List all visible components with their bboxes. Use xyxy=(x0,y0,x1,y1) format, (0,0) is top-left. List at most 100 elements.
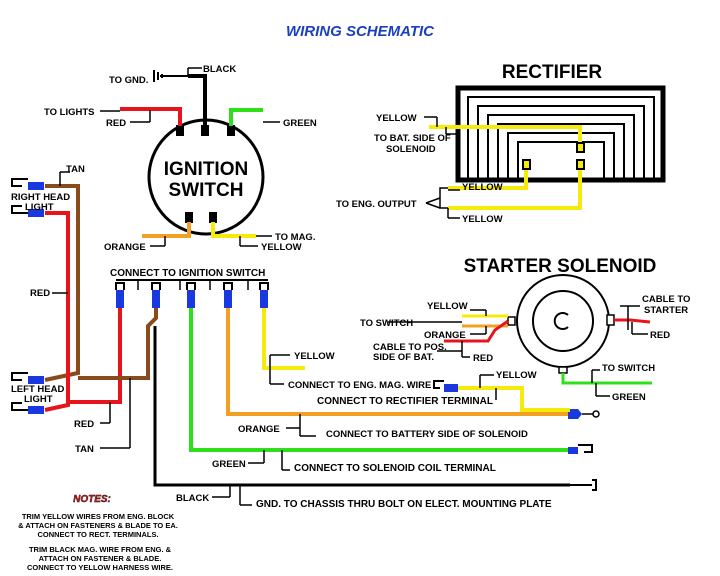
harness-black-label: BLACK xyxy=(176,493,209,504)
solenoid-to-switch-right-label: TO SWITCH xyxy=(602,363,655,374)
left-head-light-label-2: LIGHT xyxy=(24,394,53,405)
right-head-light-label-1: RIGHT HEAD xyxy=(11,192,70,203)
right-head-light-label-2: LIGHT xyxy=(25,202,54,213)
cable-pos-label-1: CABLE TO POS. xyxy=(373,342,447,353)
tan-light-wire xyxy=(44,184,80,382)
connect-rect-label: CONNECT TO RECTIFIER TERMINAL xyxy=(317,396,493,407)
right-light-red-connector xyxy=(28,209,44,217)
connect-ignition-label: CONNECT TO IGNITION SWITCH xyxy=(110,268,265,279)
notes: NOTES: TRIM YELLOW WIRES FROM ENG. BLOCK… xyxy=(18,494,178,572)
harness-orange-wire xyxy=(226,308,570,416)
connect-battery-label: CONNECT TO BATTERY SIDE OF SOLENOID xyxy=(326,429,528,440)
ignition-terminal-red xyxy=(176,125,184,136)
cable-starter-label-1: CABLE TO xyxy=(642,294,690,305)
connect-coil-label: CONNECT TO SOLENOID COIL TERMINAL xyxy=(294,463,496,474)
yellow-label: YELLOW xyxy=(261,242,302,253)
rectifier: RECTIFIER YELLOW TO BAT. SIDE OF xyxy=(336,62,666,225)
harness-red-wire xyxy=(68,308,122,404)
tan-top-label: TAN xyxy=(66,164,85,175)
green-end-connector xyxy=(568,447,578,454)
notes-line-6: CONNECT TO YELLOW HARNESS WIRE. xyxy=(27,563,173,572)
to-lights-label: TO LIGHTS xyxy=(44,107,95,118)
harness-red-connector xyxy=(116,290,124,308)
starter-solenoid: STARTER SOLENOID YELLOW TO SWITCH xyxy=(360,256,690,403)
harness-green-label: GREEN xyxy=(212,459,246,470)
lights-red-label: RED xyxy=(30,288,50,299)
rectifier-yellow-b-label: YELLOW xyxy=(462,214,503,225)
solenoid-orange-label: ORANGE xyxy=(424,330,466,341)
solenoid-green-wire xyxy=(561,373,652,385)
rectifier-yellow-a-label: YELLOW xyxy=(462,182,503,193)
gnd-chassis-label: GND. TO CHASSIS THRU BOLT ON ELECT. MOUN… xyxy=(256,499,552,510)
main-harness: CONNECT TO IGNITION SWITCH xyxy=(68,268,600,510)
black-label: BLACK xyxy=(203,64,236,75)
harness-green-connector xyxy=(187,290,195,308)
solenoid-red-right-label: RED xyxy=(650,330,670,341)
to-bat-side-label-2: SOLENOID xyxy=(386,144,436,155)
harness-orange-connector xyxy=(224,290,232,308)
cable-pos-label-2: SIDE OF BAT. xyxy=(373,352,434,363)
solenoid-title: STARTER SOLENOID xyxy=(464,256,657,277)
left-light-red-connector xyxy=(28,406,44,414)
cable-starter-label-2: STARTER xyxy=(644,305,688,316)
head-lights: TAN RIGHT HEAD LIGHT RED LEFT HEAD LIGHT xyxy=(11,164,85,414)
to-eng-output-label: TO ENG. OUTPUT xyxy=(336,199,417,210)
red-label: RED xyxy=(106,118,126,129)
ignition-black-wire xyxy=(188,74,207,126)
to-gnd-label: TO GND. xyxy=(109,75,148,86)
diagram-title: WIRING SCHEMATIC xyxy=(286,23,435,40)
harness-yellow-connector xyxy=(260,290,268,308)
ignition-terminal-orange xyxy=(185,212,193,223)
right-light-tan-connector xyxy=(28,182,44,190)
rectifier-title: RECTIFIER xyxy=(502,62,603,83)
ignition-orange-wire xyxy=(142,222,191,238)
solenoid-red-small-label: RED xyxy=(473,353,493,364)
solenoid-yellow-label: YELLOW xyxy=(427,301,468,312)
green-label: GREEN xyxy=(283,118,317,129)
rect-terminal-connector xyxy=(444,384,458,392)
rectifier-yellow-to-bat xyxy=(429,125,582,142)
harness-yellow-rect-label: YELLOW xyxy=(496,370,537,381)
rectifier-yellow-b xyxy=(448,170,582,210)
harness-tan-label: TAN xyxy=(75,444,94,455)
ignition-label-1: IGNITION xyxy=(164,159,248,180)
ignition-terminal-green xyxy=(227,125,235,136)
notes-line-4: TRIM BLACK MAG. WIRE FROM ENG. & xyxy=(29,545,172,554)
harness-yellow-wire xyxy=(262,308,305,370)
notes-line-1: TRIM YELLOW WIRES FROM ENG. BLOCK xyxy=(22,512,175,521)
notes-heading: NOTES: xyxy=(73,494,111,505)
rectifier-yellow-a xyxy=(448,170,528,190)
harness-tan-wire xyxy=(78,308,158,380)
solenoid-red-cable xyxy=(444,319,509,343)
harness-tan-connector xyxy=(152,290,160,308)
harness-yellow-rect-wire xyxy=(478,386,570,412)
ignition-yellow-wire xyxy=(211,222,256,238)
notes-line-3: CONNECT TO RECT. TERMINALS. xyxy=(37,530,158,539)
red-light-wire xyxy=(44,211,70,412)
solenoid-green-label: GREEN xyxy=(612,392,646,403)
orange-end-connector xyxy=(568,409,582,419)
notes-line-2: & ATTACH ON FASTENERS & BLADE TO EA. xyxy=(18,521,178,530)
rectifier-yellow-label: YELLOW xyxy=(376,113,417,124)
solenoid-red-starter xyxy=(614,318,651,324)
harness-yellow-label: YELLOW xyxy=(294,351,335,362)
harness-green-wire xyxy=(189,308,570,452)
connect-mag-label: CONNECT TO ENG. MAG. WIRE xyxy=(288,380,431,391)
ignition-terminal-yellow xyxy=(209,212,217,223)
to-bat-side-label-1: TO BAT. SIDE OF xyxy=(374,133,451,144)
harness-red-label: RED xyxy=(74,419,94,430)
ignition-green-wire xyxy=(229,108,263,126)
ignition-red-wire xyxy=(120,107,182,126)
left-head-light-label-1: LEFT HEAD xyxy=(11,384,64,395)
orange-label: ORANGE xyxy=(104,242,146,253)
notes-line-5: ATTACH ON FASTENER & BLADE. xyxy=(39,554,162,563)
to-mag-label: TO MAG. xyxy=(275,232,315,243)
ignition-switch: IGNITION SWITCH TO GND. BLACK TO L xyxy=(44,64,317,253)
ignition-terminal-black xyxy=(201,125,209,136)
ignition-label-2: SWITCH xyxy=(169,180,244,201)
harness-orange-label: ORANGE xyxy=(238,424,280,435)
harness-black-wire xyxy=(153,326,570,487)
solenoid-to-switch-label: TO SWITCH xyxy=(360,318,413,329)
